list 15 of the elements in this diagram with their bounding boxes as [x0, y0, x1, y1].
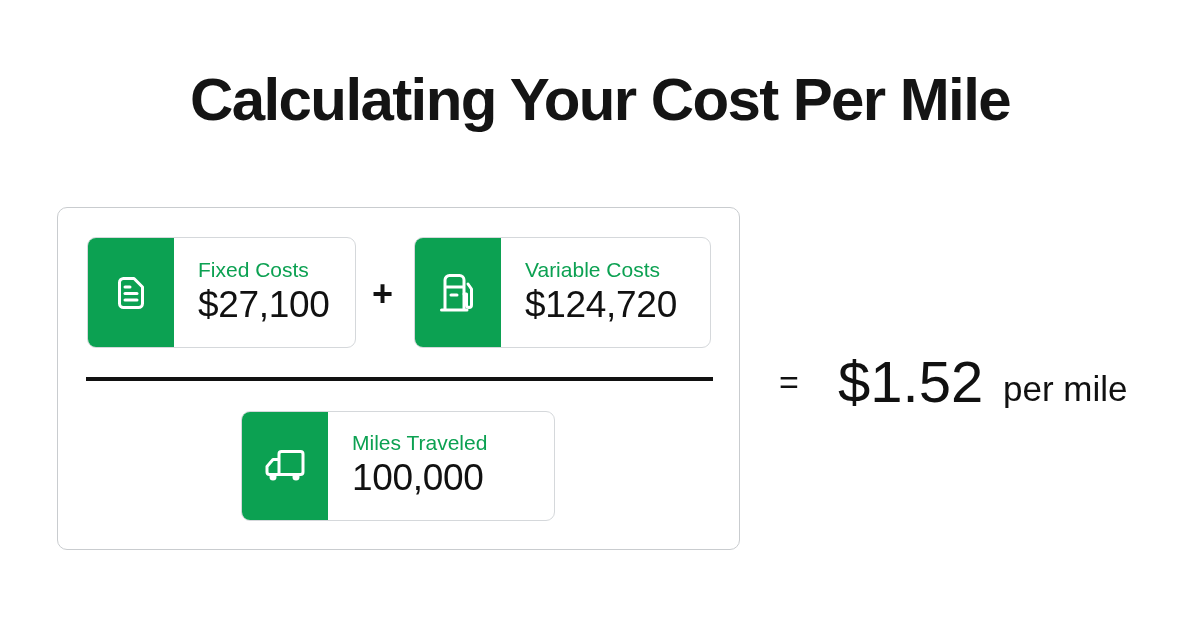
title: Calculating Your Cost Per Mile	[189, 65, 1011, 135]
card-value: $124,720	[525, 282, 677, 327]
cost-card	[241, 411, 555, 521]
card-heading: Fixed Costs	[198, 256, 310, 283]
card-heading: Variable Costs	[525, 256, 661, 283]
unit-text: per mile	[1003, 371, 1128, 406]
card-value: $27,100	[198, 282, 330, 327]
card-heading: Miles Traveled	[352, 430, 488, 456]
plus-sign: +	[372, 276, 394, 312]
result-value: $1.52	[838, 353, 984, 411]
cost-card	[87, 237, 356, 348]
frame-box	[57, 207, 740, 550]
card-value: 100,000	[352, 456, 485, 500]
cost-card	[414, 237, 711, 348]
equals-sign: =	[779, 365, 799, 399]
